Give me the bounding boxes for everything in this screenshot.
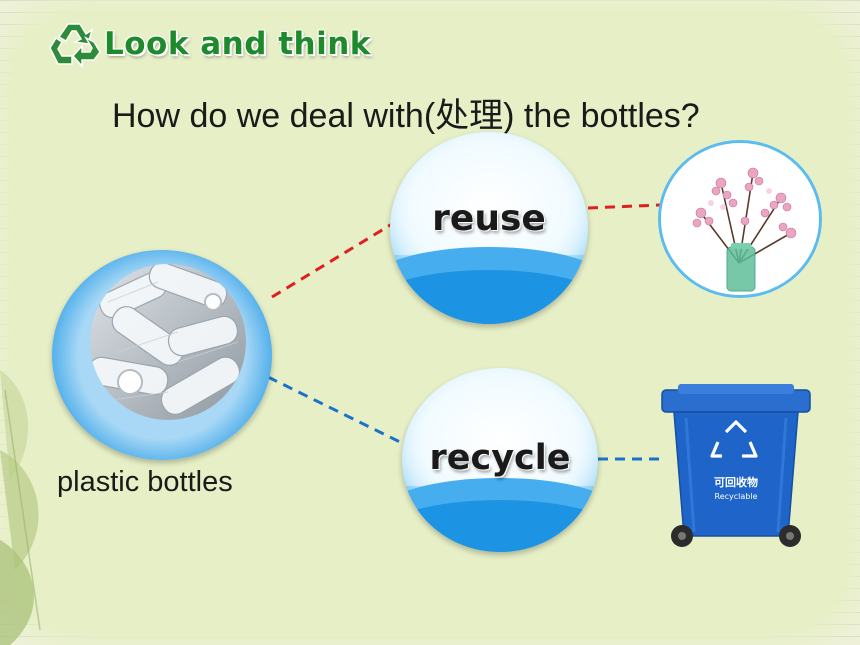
reuse-connector	[271, 222, 393, 299]
reuse-circle: reuse	[390, 132, 588, 324]
flower-vase-image	[661, 143, 819, 295]
plastic-bottles-label: plastic bottles	[57, 466, 233, 498]
flower-vase-photo	[658, 140, 822, 298]
circle-highlight	[402, 368, 598, 486]
bin-chinese-text: 可回收物	[714, 475, 758, 489]
question-text: How do we deal with(处理) the bottles?	[112, 97, 700, 135]
bin-english-text: Recyclable	[715, 492, 758, 501]
recycle-icon	[49, 23, 101, 68]
recycle-label: recycle	[429, 438, 571, 478]
reuse-photo-connector	[587, 203, 661, 210]
reuse-label: reuse	[432, 198, 546, 239]
plastic-bottles-photo	[90, 264, 246, 420]
circle-wave	[390, 270, 588, 324]
page-title: Look and think	[104, 26, 371, 62]
recycling-bin-photo: 可回收物 Recyclable	[661, 384, 811, 547]
leaf-decoration	[0, 370, 41, 645]
circle-wave	[402, 500, 598, 552]
recycle-circle: recycle	[402, 368, 598, 552]
recycle-connector	[267, 375, 403, 445]
circle-highlight	[390, 132, 588, 255]
title-bar: Look and think	[46, 20, 371, 68]
